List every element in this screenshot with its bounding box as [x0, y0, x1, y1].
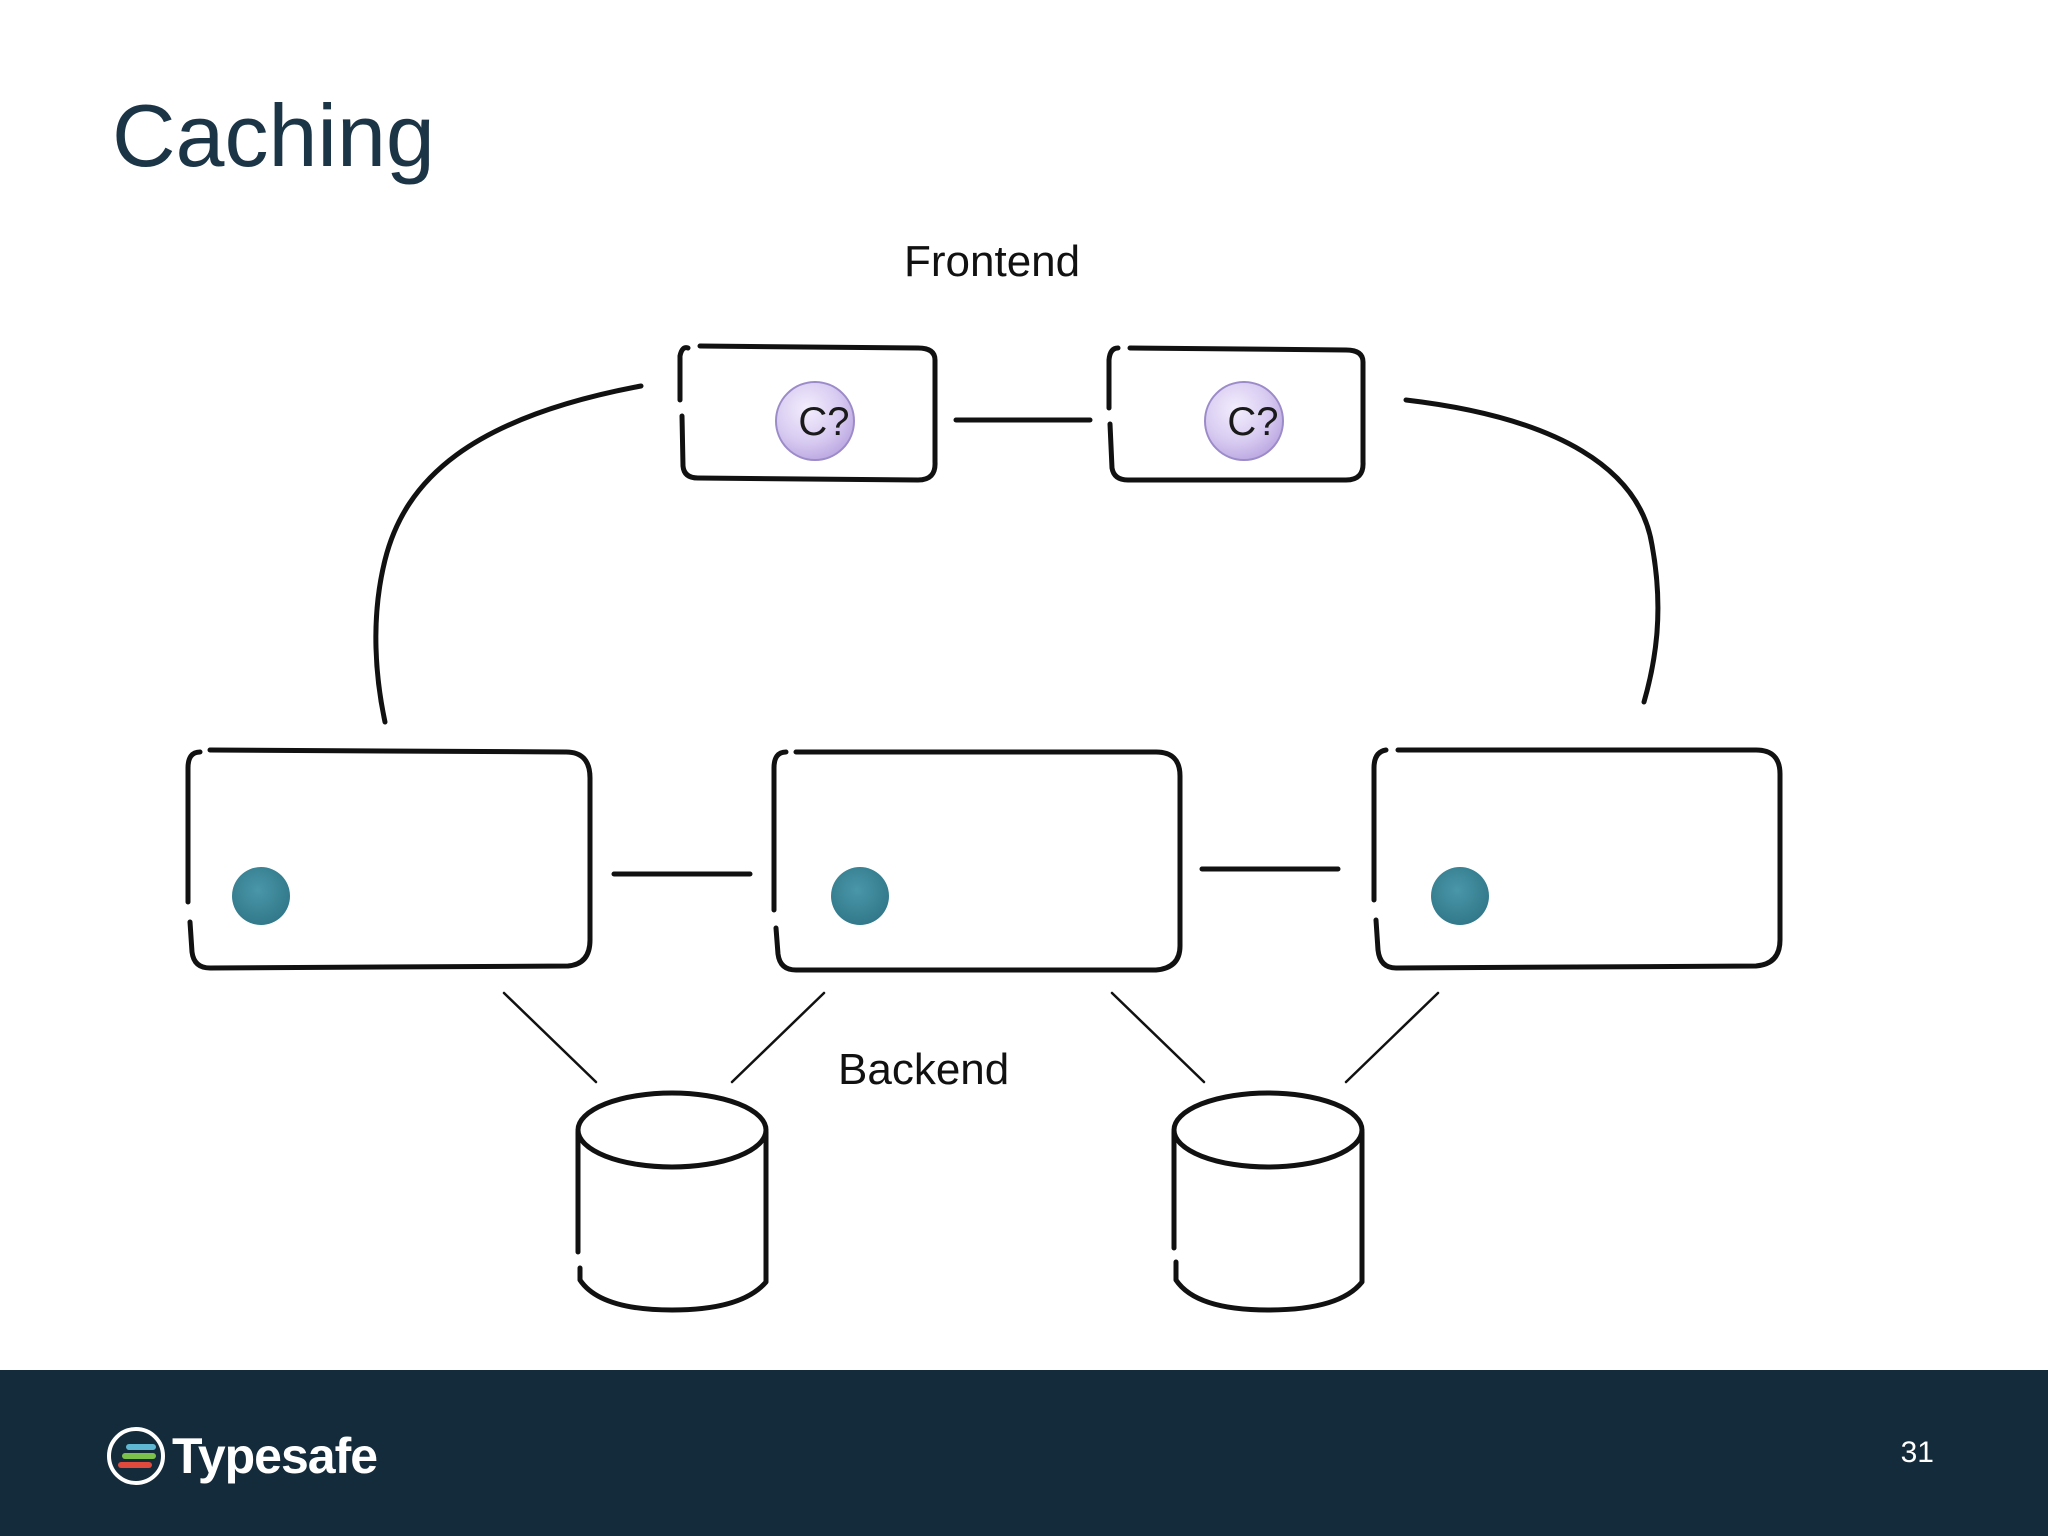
db-connector	[502, 991, 598, 1084]
caching-diagram: Frontend Backend C? C?	[185, 237, 1783, 1313]
slide-title: Caching	[112, 86, 435, 185]
backend-node-2	[771, 749, 1183, 973]
teal-dot-icon	[831, 867, 889, 925]
page-number: 31	[1900, 1436, 1934, 1469]
typesafe-logo: Typesafe	[106, 1426, 378, 1486]
db-connector	[1344, 991, 1440, 1084]
frontend-label: Frontend	[904, 237, 1080, 286]
typesafe-logo-icon	[107, 1427, 165, 1485]
cluster-link-left	[373, 383, 644, 725]
db-connector	[1110, 991, 1206, 1084]
cache-marker-icon	[1204, 381, 1284, 461]
cache-marker-icon	[775, 381, 855, 461]
teal-dot-icon	[232, 867, 290, 925]
cache-marker-label: C?	[1227, 400, 1278, 444]
logo-text: Typesafe	[172, 1428, 378, 1484]
cache-marker-label: C?	[798, 400, 849, 444]
frontend-node-2: C?	[1106, 345, 1366, 483]
database-cylinder-icon	[1171, 1090, 1365, 1313]
frontend-node-1: C?	[677, 343, 938, 483]
footer-bar: Typesafe 31	[0, 1370, 2048, 1536]
cluster-link-right	[1403, 397, 1661, 705]
database-cylinder-icon	[575, 1090, 769, 1313]
backend-node-1	[185, 747, 593, 971]
backend-node-3	[1371, 747, 1783, 971]
teal-dot-icon	[1431, 867, 1489, 925]
backend-label: Backend	[838, 1045, 1009, 1094]
db-connector	[730, 991, 826, 1084]
